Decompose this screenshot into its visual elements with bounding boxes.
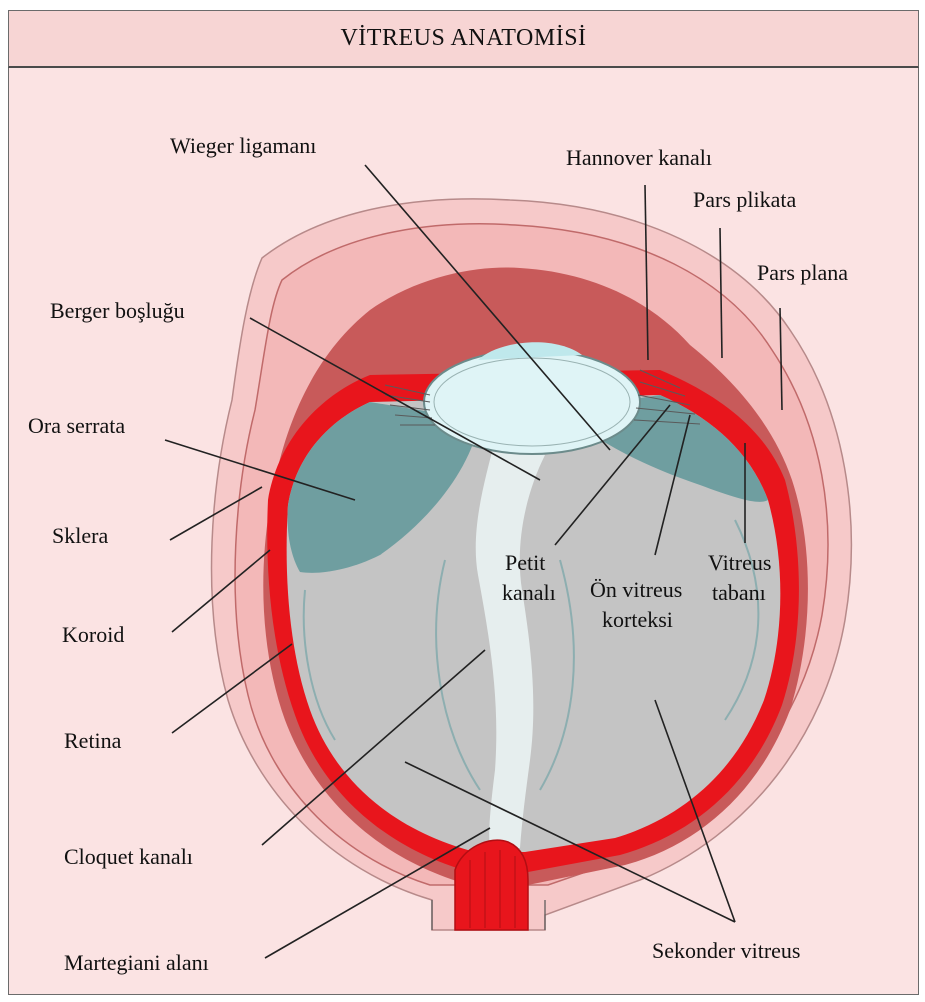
label-martegiani-alani: Martegiani alanı <box>64 950 209 975</box>
label-sklera: Sklera <box>52 523 108 548</box>
label-on-vitreus-line2: korteksi <box>602 607 673 632</box>
label-retina: Retina <box>64 728 122 753</box>
label-vitreus-tabani-line2: tabanı <box>712 580 766 605</box>
label-berger-boslugu: Berger boşluğu <box>50 298 185 323</box>
optic-nerve <box>455 840 528 930</box>
label-wieger-ligamani: Wieger ligamanı <box>170 133 316 158</box>
label-on-vitreus-line1: Ön vitreus <box>590 577 682 602</box>
label-hannover-kanali: Hannover kanalı <box>566 145 712 170</box>
label-vitreus-tabani-line1: Vitreus <box>708 550 771 575</box>
label-petit-line2: kanalı <box>502 580 556 605</box>
label-sekonder-vitreus: Sekonder vitreus <box>652 938 800 963</box>
label-cloquet-kanali: Cloquet kanalı <box>64 844 193 869</box>
label-koroid: Koroid <box>62 622 124 647</box>
label-ora-serrata: Ora serrata <box>28 413 125 438</box>
label-pars-plikata: Pars plikata <box>693 187 796 212</box>
label-pars-plana: Pars plana <box>757 260 848 285</box>
label-petit-line1: Petit <box>505 550 545 575</box>
lens <box>424 350 640 454</box>
